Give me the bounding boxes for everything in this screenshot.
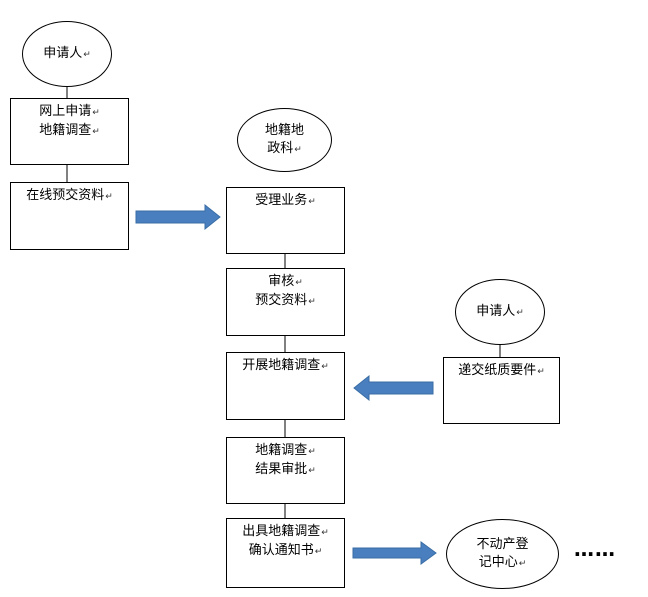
online-apply-line1: 网上申请 — [39, 104, 92, 119]
paper-submit-node: 递交纸质要件↵ — [443, 357, 560, 424]
arrow-to-accept — [135, 203, 221, 231]
survey-node: 开展地籍调查↵ — [226, 352, 345, 420]
review-line2: 预交资料 — [255, 293, 308, 308]
applicant-right-label: 申请人 — [476, 303, 516, 319]
registry-node: 不动产登 记中心↵ — [446, 519, 559, 589]
paper-submit-label: 递交纸质要件 — [458, 363, 537, 378]
applicant-top-label: 申请人 — [43, 45, 83, 61]
review-line1: 审核 — [268, 274, 295, 289]
continuation-dots: …… — [574, 537, 616, 561]
online-apply-line2: 地籍调查 — [39, 123, 92, 138]
arrow-to-survey — [353, 374, 434, 402]
accept-node: 受理业务↵ — [226, 187, 345, 254]
issue-line2: 确认通知书 — [248, 543, 314, 558]
dept-node: 地籍地 政科↵ — [237, 108, 332, 172]
dept-line2: 政科 — [267, 140, 294, 156]
arrow-to-registry — [352, 541, 437, 565]
registry-line1: 不动产登 — [476, 536, 529, 552]
dept-line1: 地籍地 — [264, 122, 304, 138]
online-submit-label: 在线预交资料 — [26, 188, 105, 203]
online-apply-node: 网上申请↵ 地籍调查↵ — [10, 98, 129, 165]
issue-line1: 出具地籍调查 — [242, 524, 321, 539]
approve-line1: 地籍调查 — [255, 443, 308, 458]
review-node: 审核↵ 预交资料↵ — [226, 268, 345, 336]
issue-node: 出具地籍调查↵ 确认通知书↵ — [226, 518, 345, 588]
registry-line2: 记中心 — [478, 554, 518, 570]
applicant-top-node: 申请人↵ — [22, 21, 112, 87]
approve-line2: 结果审批 — [255, 462, 308, 477]
applicant-right-node: 申请人↵ — [455, 279, 545, 345]
survey-label: 开展地籍调查 — [242, 358, 321, 373]
accept-label: 受理业务 — [255, 193, 308, 208]
approve-node: 地籍调查↵ 结果审批↵ — [226, 437, 345, 504]
online-submit-node: 在线预交资料↵ — [10, 182, 129, 250]
